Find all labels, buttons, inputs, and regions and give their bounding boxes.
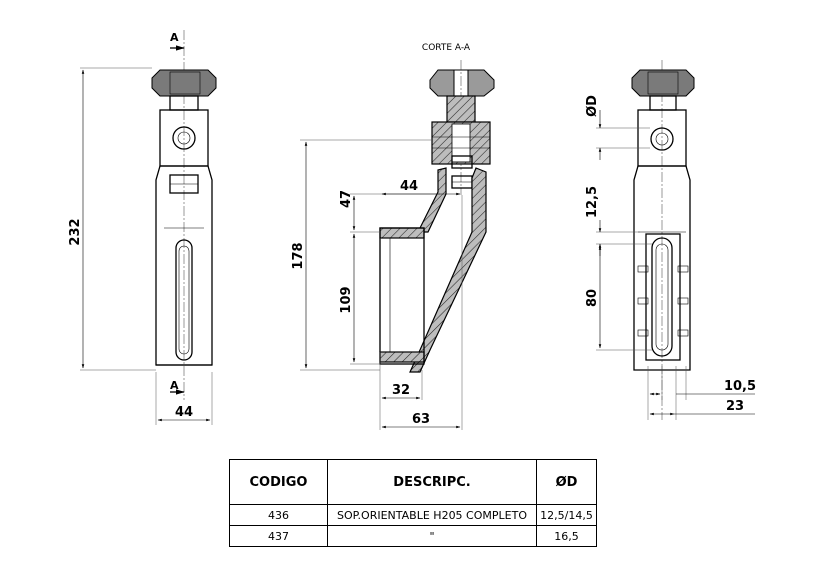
cell-codigo: 437 — [229, 525, 328, 547]
dim-10-5: 10,5 — [724, 379, 756, 394]
dim-diameter: ØD — [585, 95, 600, 117]
table-row: 436 SOP.ORIENTABLE H205 COMPLETO 12,5/14… — [229, 504, 597, 526]
section-title: CORTE A-A — [422, 43, 471, 53]
side-view: ØD 12,5 80 10,5 23 — [585, 60, 756, 420]
front-view: A A 232 44 — [68, 30, 217, 425]
dim-80: 80 — [585, 289, 600, 307]
section-view: CORTE A-A 178 — [291, 43, 495, 430]
table-row: 437 " 16,5 — [229, 525, 597, 547]
cell-diameter: 16,5 — [536, 525, 597, 547]
cell-diameter: 12,5/14,5 — [536, 504, 597, 526]
cell-descripcion: " — [327, 525, 537, 547]
parts-table: CODIGO DESCRIPC. ØD 436 SOP.ORIENTABLE H… — [229, 459, 597, 547]
cell-descripcion: SOP.ORIENTABLE H205 COMPLETO — [327, 504, 537, 526]
dim-178: 178 — [291, 242, 306, 269]
header-codigo: CODIGO — [229, 459, 328, 505]
dim-23: 23 — [726, 399, 744, 414]
dim-width-44: 44 — [175, 405, 193, 420]
dim-47: 47 — [339, 190, 354, 208]
section-marker-bottom: A — [170, 379, 179, 392]
table-header-row: CODIGO DESCRIPC. ØD — [229, 459, 597, 505]
dim-109: 109 — [339, 286, 354, 313]
header-descripcion: DESCRIPC. — [327, 459, 537, 505]
front-knob — [151, 69, 217, 97]
dim-63: 63 — [412, 412, 430, 427]
header-diameter: ØD — [536, 459, 597, 505]
cell-codigo: 436 — [229, 504, 328, 526]
dim-height-232: 232 — [68, 218, 83, 245]
dim-32: 32 — [392, 383, 410, 398]
dim-12-5: 12,5 — [585, 186, 600, 218]
section-marker-top: A — [170, 31, 179, 44]
dim-44-section: 44 — [400, 179, 418, 194]
